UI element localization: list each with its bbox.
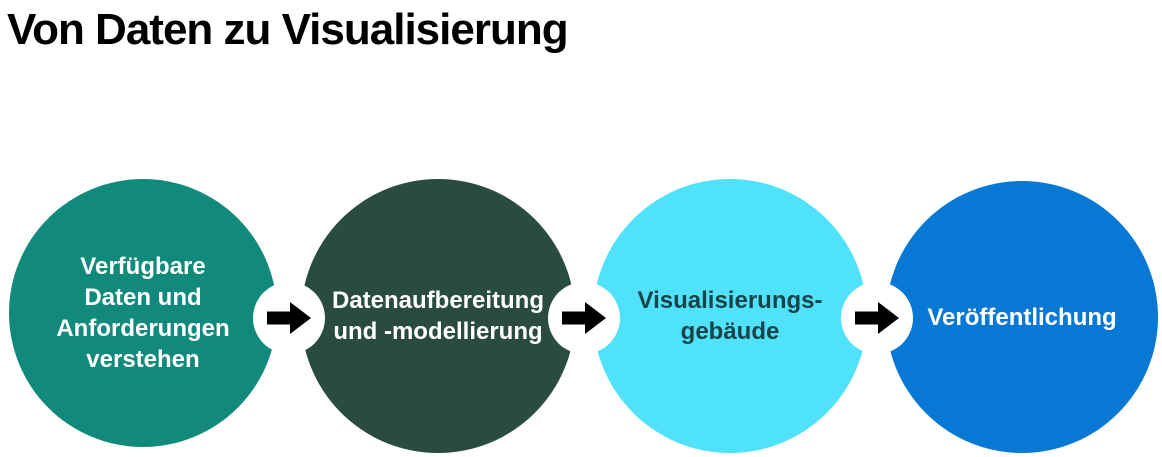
step-label-1: Verfügbare Daten und Anforderungen verst…: [56, 251, 229, 375]
connector-2: [548, 282, 620, 354]
connector-1: [253, 282, 325, 354]
step-label-line: Daten und: [84, 284, 202, 311]
page-title: Von Daten zu Visualisierung: [7, 5, 569, 54]
step-label-line: und -modellierung: [333, 318, 543, 345]
step-label-2: Datenaufbereitung und -modellierung: [332, 285, 544, 347]
right-arrow-icon: [562, 302, 606, 334]
connector-3: [841, 282, 913, 354]
step-circle-3: Visualisierungs- gebäude: [593, 179, 867, 453]
step-label-line: Datenaufbereitung: [331, 287, 544, 314]
step-label-line: Veröffentlichung: [927, 303, 1117, 331]
right-arrow-icon: [267, 302, 311, 334]
step-circle-1: Verfügbare Daten und Anforderungen verst…: [9, 179, 277, 447]
step-label-line: verstehen: [86, 346, 200, 373]
step-circle-4: Veröffentlichung: [886, 181, 1158, 453]
step-label-3: Visualisierungs- gebäude: [638, 285, 823, 347]
step-label-line: Verfügbare: [80, 253, 206, 280]
step-label-line: Visualisierungs-: [637, 287, 823, 314]
step-label-4: Veröffentlichung: [927, 302, 1116, 333]
step-label-line: Anforderungen: [56, 315, 230, 342]
step-circle-2: Datenaufbereitung und -modellierung: [301, 179, 575, 453]
step-label-line: gebäude: [680, 318, 780, 345]
right-arrow-icon: [855, 302, 899, 334]
